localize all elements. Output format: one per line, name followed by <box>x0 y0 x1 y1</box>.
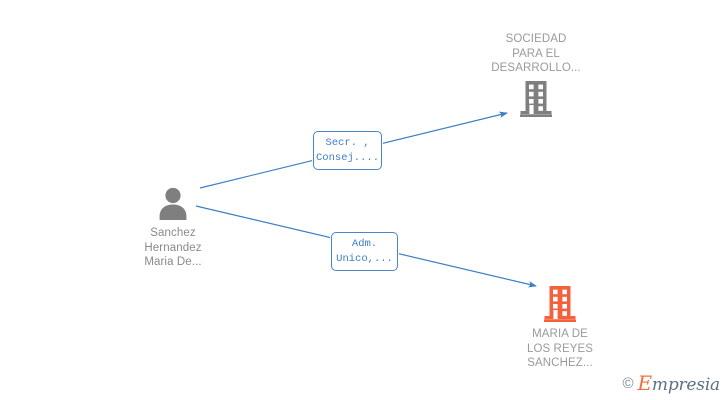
company-top-name-label: SOCIEDAD PARA EL DESARROLLO... <box>491 33 581 75</box>
company-top-node[interactable]: SOCIEDAD PARA EL DESARROLLO... <box>471 32 601 118</box>
person-icon <box>159 187 187 220</box>
relation-label-secretary[interactable]: Secr. , Consej.... <box>313 131 382 170</box>
building-icon <box>544 286 576 322</box>
building-icon <box>520 81 552 118</box>
brand-logo: Empresia <box>638 373 721 394</box>
brand-initial: E <box>637 371 653 395</box>
company-bottom-name-label: MARIA DE LOS REYES SANCHEZ... <box>526 328 594 370</box>
company-bottom-node[interactable]: MARIA DE LOS REYES SANCHEZ... <box>495 281 625 371</box>
relation-label-admin[interactable]: Adm. Unico,... <box>331 232 398 271</box>
copyright-icon: © <box>622 375 634 392</box>
watermark: © Empresia <box>622 373 720 394</box>
person-node[interactable]: Sanchez Hernandez Maria De... <box>118 186 228 270</box>
brand-rest: mpresia <box>651 375 720 395</box>
person-name-label: Sanchez Hernandez Maria De... <box>144 227 202 269</box>
